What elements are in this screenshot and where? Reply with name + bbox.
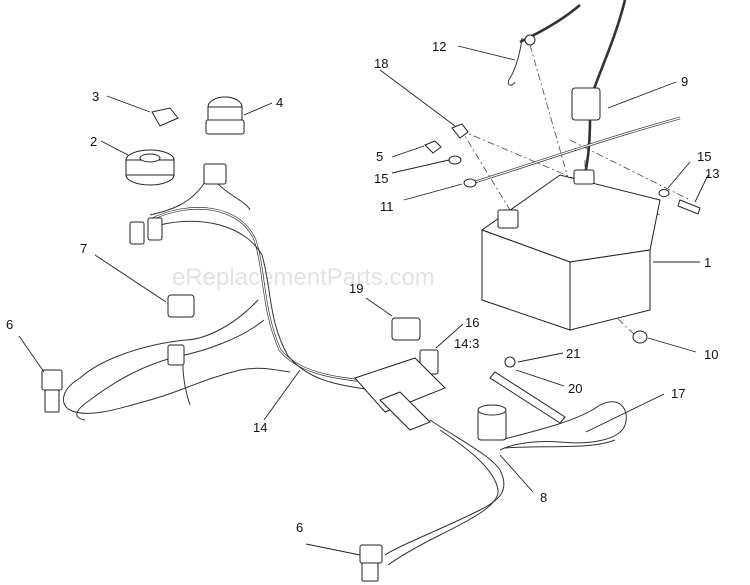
- harness-connector: [129, 217, 163, 245]
- ignition-switch: [125, 149, 175, 186]
- callout-2: 2: [90, 134, 97, 149]
- bracket-bolt: [504, 356, 516, 368]
- callout-15-right: 15: [697, 149, 711, 164]
- callout-14-3: 14:3: [454, 336, 479, 351]
- callout-6-left: 6: [6, 317, 13, 332]
- starter-solenoid: [477, 404, 507, 441]
- callout-14: 14: [253, 420, 267, 435]
- ignition-key: [151, 107, 179, 127]
- wire-harness: [62, 174, 627, 566]
- callout-6-bottom: 6: [296, 520, 303, 535]
- battery-hardware: [424, 123, 701, 344]
- callout-17: 17: [671, 386, 685, 401]
- callout-7: 7: [80, 241, 87, 256]
- callout-18: 18: [374, 56, 388, 71]
- harness-junction: [354, 357, 446, 431]
- callouts: 1 2 3 4 5 6 6 7 8 9 10 11 12 13 14 14:3 …: [6, 39, 719, 535]
- callout-15-left: 15: [374, 171, 388, 186]
- callout-11: 11: [380, 199, 394, 214]
- watermark: eReplacementParts.com: [172, 264, 435, 291]
- callout-10: 10: [704, 347, 718, 362]
- callout-16: 16: [465, 315, 479, 330]
- relay: [167, 294, 195, 366]
- interlock-switch-left: [41, 369, 63, 413]
- callout-21: 21: [566, 346, 580, 361]
- callout-3: 3: [92, 89, 99, 104]
- callout-20: 20: [568, 381, 582, 396]
- callout-4: 4: [276, 95, 283, 110]
- leader-lines: [18, 45, 709, 556]
- callout-13: 13: [705, 166, 719, 181]
- callout-8: 8: [540, 490, 547, 505]
- callout-12: 12: [432, 39, 446, 54]
- hold-down-strap-hook: [507, 4, 581, 86]
- solenoid-bracket: [489, 371, 566, 424]
- callout-5: 5: [376, 149, 383, 164]
- battery-cable: [463, 116, 681, 188]
- callout-19: 19: [349, 281, 363, 296]
- starter-relay: [391, 317, 421, 341]
- battery: [480, 169, 661, 331]
- pto-switch: [203, 96, 245, 185]
- interlock-switch-bottom: [359, 544, 383, 582]
- callout-1: 1: [704, 255, 711, 270]
- callout-9: 9: [681, 74, 688, 89]
